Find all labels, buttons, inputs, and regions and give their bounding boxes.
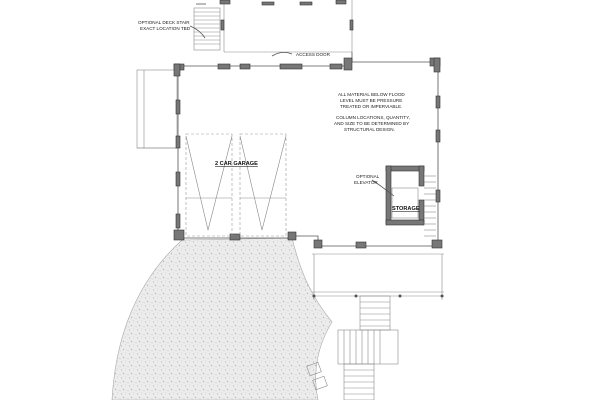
flood-note-1: ALL MATERIAL BELOW FLOOD	[338, 92, 405, 97]
garage-walls	[173, 52, 443, 249]
garage-label: 2 CAR GARAGE	[215, 161, 258, 167]
upper-deck	[219, 0, 354, 53]
elevator-label-2: ELEVATOR	[354, 180, 378, 185]
elevator-storage	[385, 165, 436, 237]
garage-bays	[185, 133, 287, 237]
elevator-leader	[371, 179, 395, 197]
lower-stair	[306, 295, 399, 400]
column-note-3: STRUCTURAL DESIGN.	[344, 127, 395, 132]
column-note-1: COLUMN LOCATIONS, QUANTITY,	[336, 115, 410, 120]
column-note-2: AND SIZE TO BE DETERMINED BY	[334, 121, 409, 126]
access-door-leader	[271, 52, 293, 57]
lower-porch	[312, 253, 444, 300]
elevator-label-1: OPTIONAL	[356, 174, 380, 179]
driveway-gravel	[111, 237, 333, 400]
left-patio	[136, 69, 178, 149]
flood-note-2: LEVEL MUST BE PRESSURE	[340, 98, 402, 103]
deck-stair	[189, 3, 221, 51]
flood-note-3: TREATED OR IMPERVIABLE.	[340, 104, 402, 109]
deck-stair-label-2: EXACT LOCATION TBD	[140, 26, 191, 31]
deck-stair-label-1: OPTIONAL DECK STAIR	[138, 20, 190, 25]
storage-label: STORAGE	[392, 206, 420, 212]
access-door-label: ACCESS DOOR	[296, 52, 331, 57]
